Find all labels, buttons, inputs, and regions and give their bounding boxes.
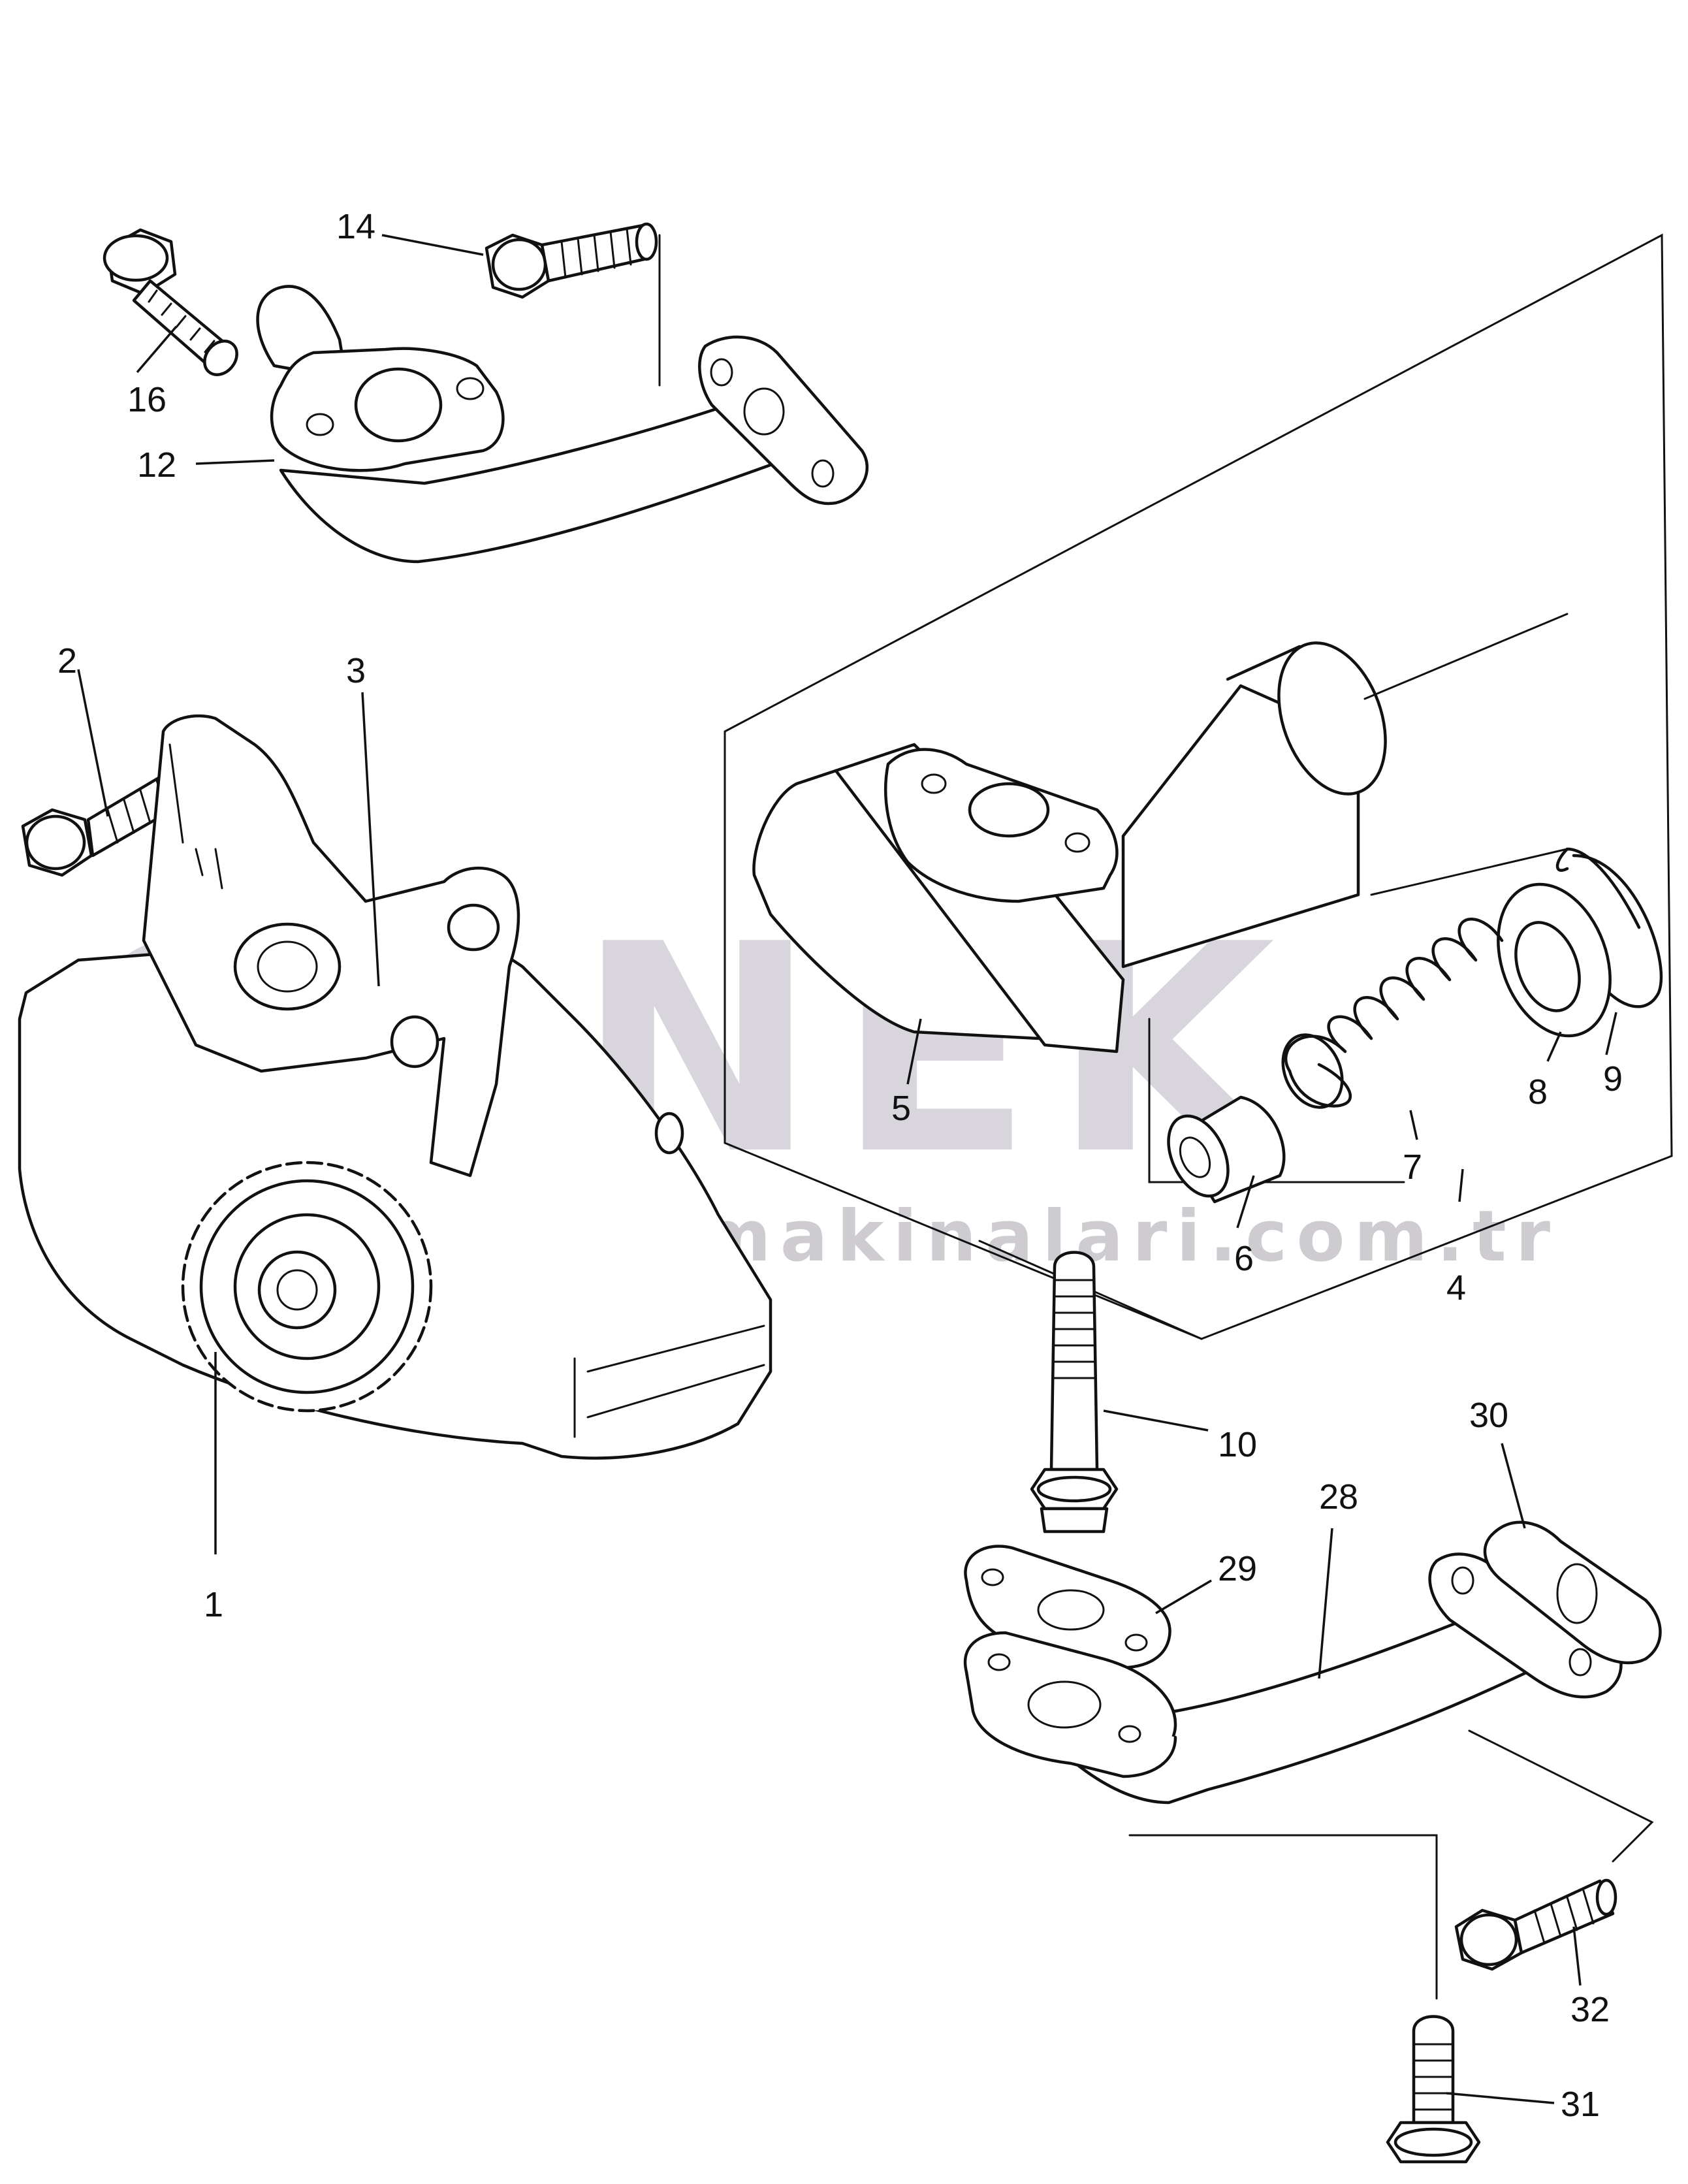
part-7-spring — [1281, 918, 1504, 1109]
callout-31: 31 — [1561, 2085, 1600, 2124]
part-30-gasket — [1483, 1520, 1662, 1665]
part-10-bolt — [1030, 1251, 1119, 1534]
callout-12: 12 — [137, 445, 176, 485]
callout-14: 14 — [336, 207, 375, 246]
callout-8: 8 — [1528, 1072, 1548, 1112]
part-32-bolt — [1454, 1878, 1617, 1971]
part-6-valve-plunger — [1167, 1095, 1286, 1204]
callout-3: 3 — [346, 651, 366, 690]
callout-1: 1 — [204, 1585, 223, 1624]
part-1-oil-pump — [18, 714, 772, 1460]
part-9-snap-ring — [1555, 847, 1663, 1008]
part-28-pipe — [963, 1552, 1623, 1805]
part-31-bolt — [1386, 2015, 1481, 2164]
part-8-spring-seat — [1497, 882, 1612, 1038]
callout-6: 6 — [1234, 1239, 1254, 1278]
part-5-valve-body — [752, 613, 1569, 1053]
callout-28: 28 — [1319, 1477, 1358, 1517]
callout-9: 9 — [1603, 1059, 1623, 1099]
callout-2: 2 — [57, 641, 77, 681]
assembly-lines — [658, 234, 1654, 2000]
callout-4: 4 — [1446, 1268, 1466, 1308]
leader-lines — [77, 234, 1617, 2104]
part-14-bolt — [485, 222, 658, 299]
callout-7: 7 — [1403, 1148, 1422, 1187]
callout-5: 5 — [891, 1089, 911, 1128]
callout-29: 29 — [1218, 1549, 1257, 1588]
part-12-oil-pipe — [256, 285, 869, 564]
part-16-bolt — [103, 228, 238, 376]
callout-30: 30 — [1469, 1396, 1508, 1435]
callout-10: 10 — [1218, 1425, 1257, 1464]
callout-16: 16 — [127, 380, 167, 419]
part-4-relief-valve-group-frame — [724, 233, 1673, 1340]
callout-32: 32 — [1570, 1990, 1610, 2029]
callout-labels: 1 2 3 4 5 6 7 8 9 10 12 14 16 28 29 30 3… — [57, 207, 1623, 2124]
